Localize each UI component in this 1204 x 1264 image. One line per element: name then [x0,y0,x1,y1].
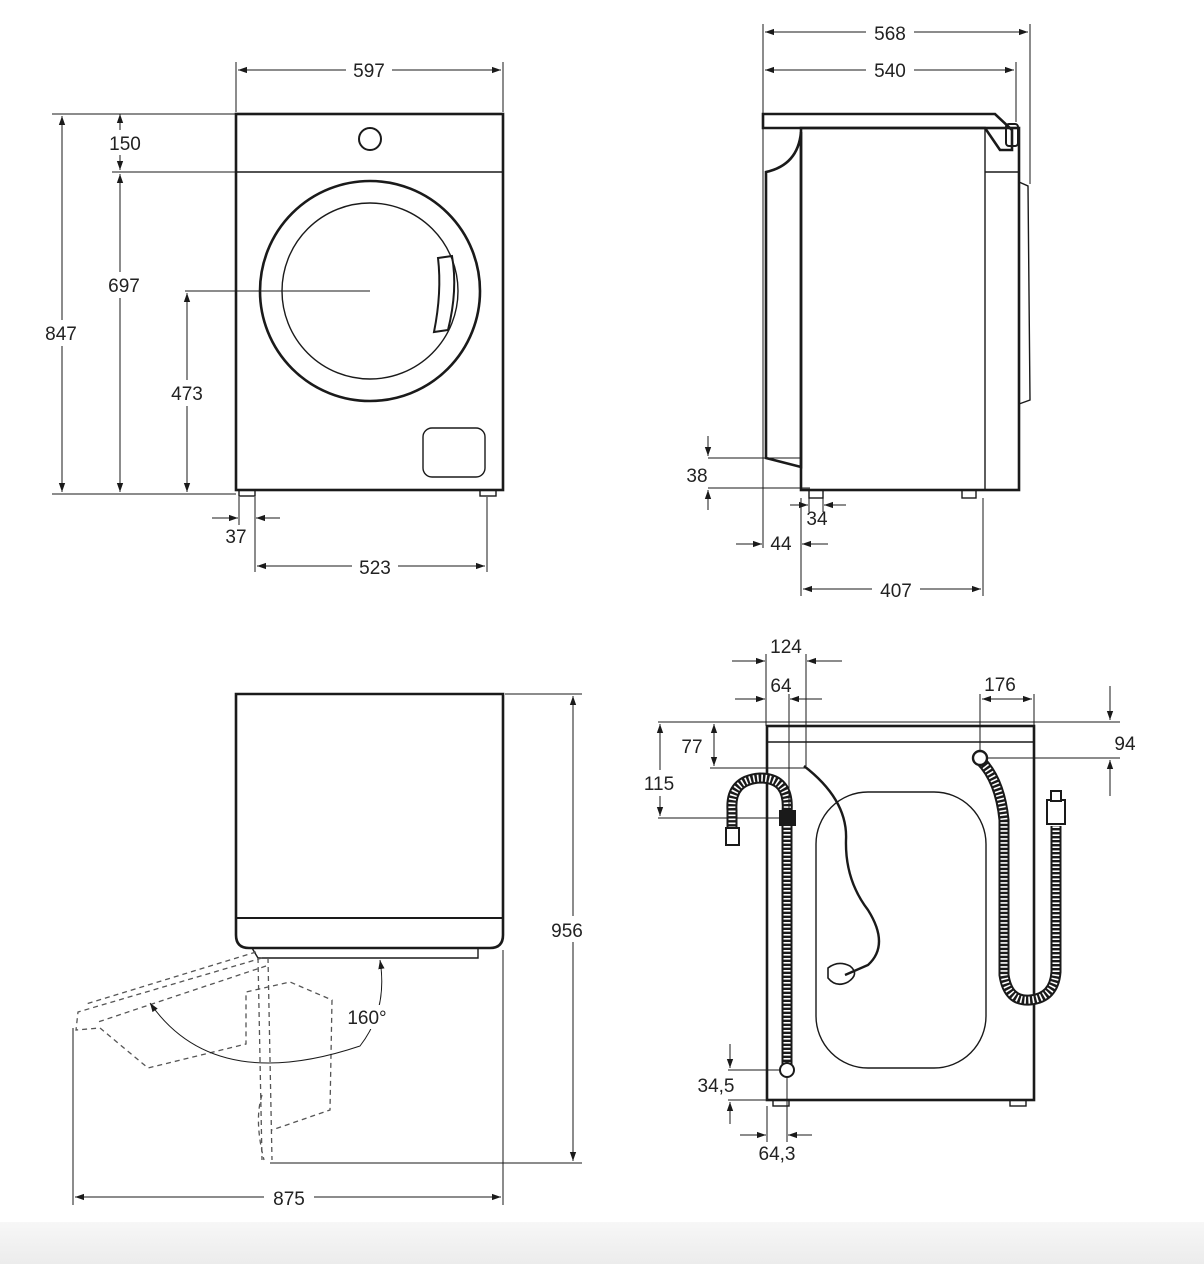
dim-rear-outlet-offset: 64,3 [759,1144,796,1165]
rear-body [765,724,1036,1102]
dim-side-depth-total: 568 [874,24,906,45]
power-cord [803,765,881,977]
front-view: 597 847 150 697 473 37 523 [40,58,505,579]
dim-front-foot-span: 523 [359,558,391,579]
power-plug [827,962,856,986]
top-view: 160° 956 875 [72,692,596,1210]
front-foot-left [238,489,256,497]
door-handle [432,254,456,334]
drain-hose-right [975,756,1062,1006]
dim-rear-inlet-outer: 124 [770,637,802,658]
dim-front-width: 597 [353,61,385,82]
dim-front-foot-offset: 37 [225,527,246,548]
side-top [761,112,1014,152]
rear-panel [815,791,987,1069]
dim-top-panel: 150 [109,134,141,155]
dim-rear-inlet-inner: 64 [770,676,792,697]
dim-rear-drain-offset: 176 [984,675,1016,696]
dim-rear-inlet-top-115: 115 [644,774,674,795]
dim-side-door-protrusion: 44 [770,534,792,555]
front-body [234,112,505,492]
side-rear-cover [1018,181,1031,405]
open-door-outline [75,957,333,1131]
dim-door-height: 697 [108,276,140,297]
top-body [234,692,505,950]
dim-rear-inlet-top-77: 77 [681,737,702,758]
dim-center-height: 473 [171,384,203,405]
program-knob [358,127,382,151]
filter-hatch [422,427,486,478]
dim-total-height: 847 [45,324,77,345]
dim-rear-outlet-height: 34,5 [698,1076,735,1097]
dim-door-angle: 160° [347,1008,386,1029]
side-knob [1005,123,1019,147]
side-foot-left [808,489,824,499]
door-angle-arc [149,959,385,1064]
side-body [799,126,1021,492]
dim-side-foot-span: 407 [880,581,912,602]
dim-open-width: 875 [273,1189,305,1210]
page-bottom-strip [0,1222,1204,1264]
side-door [764,131,803,469]
dim-side-depth-body: 540 [874,61,906,82]
side-view: 568 540 38 34 44 407 [686,20,1031,602]
front-foot-right [479,489,497,497]
dim-open-depth: 956 [551,921,583,942]
side-foot-right [961,489,977,499]
dim-side-foot-offset: 34 [806,509,828,530]
rear-view: 124 64 176 77 115 94 34,5 [638,637,1136,1165]
inlet-valve [779,810,796,826]
dim-side-door-bottom: 38 [686,466,707,487]
dim-rear-right-inlet-top: 94 [1114,734,1136,755]
